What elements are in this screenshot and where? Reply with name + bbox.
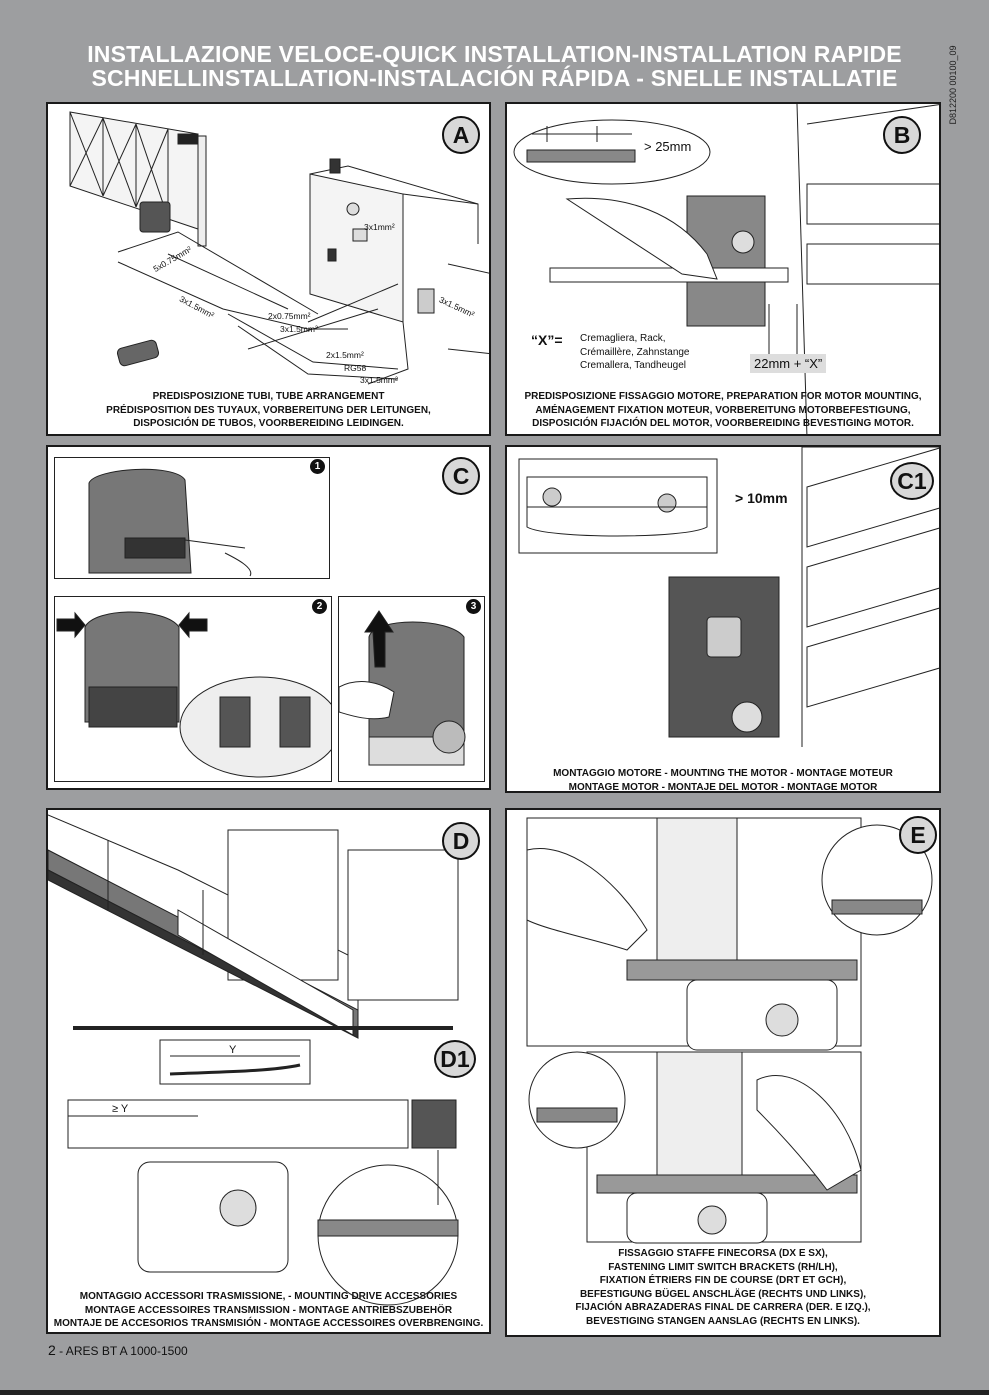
step-3-image: [338, 596, 485, 782]
panel-a-tube-arrangement: A 5x0.75mm² 3x1mm² 3x1.5mm² 2x0.75mm² 3x…: [46, 102, 491, 436]
dimension-label: ≥ Y: [112, 1103, 129, 1115]
bottom-rule: [0, 1390, 989, 1395]
panel-a-badge: A: [442, 116, 480, 154]
panel-e-limit-switch-brackets: E FISSAGGIO STAFFE FINECORSA (DX E SX),F…: [505, 808, 941, 1337]
panel-c-badge: C: [442, 457, 480, 495]
cable-label: 3x1.5mm²: [360, 375, 398, 385]
panel-c1-mounting-motor: > 10mm C1 MONTAGGIO MOTORE - MOUNTING TH…: [505, 445, 941, 793]
dimension-label: > 25mm: [644, 139, 692, 154]
panel-c1-badge: C1: [890, 462, 934, 500]
x-definition-items: Cremagliera, Rack,Crémaillère, Zahnstang…: [580, 333, 690, 371]
step-number: 2: [312, 599, 327, 614]
panel-d-caption: MONTAGGIO ACCESSORI TRASMISSIONE, - MOUN…: [53, 1291, 484, 1329]
panel-b-illustration: [513, 104, 939, 434]
panel-a-illustration: [69, 111, 489, 385]
panel-d-badge: D: [442, 822, 480, 860]
panel-e-illustration: [526, 817, 933, 1244]
panel-d1-badge: D1: [434, 1040, 476, 1078]
step-1-image: [54, 457, 330, 579]
panel-b-caption: PREDISPOSIZIONE FISSAGGIO MOTORE, PREPAR…: [524, 391, 922, 429]
dimension-label: > 10mm: [735, 490, 788, 506]
page-footer: 2 - ARES BT A 1000-1500: [48, 1342, 188, 1358]
cable-label: 2x1.5mm²: [326, 350, 364, 360]
panel-b-motor-mounting: B > 25mm “X”= Cremagliera, Rack,Crémaill…: [505, 102, 941, 436]
x-definition-label: “X”=: [531, 332, 563, 348]
step-number: 1: [310, 459, 325, 474]
cable-label: 2x0.75mm²: [268, 311, 311, 321]
page-title-line-2: SCHNELLINSTALLATION-INSTALACIÓN RÁPIDA -…: [91, 65, 898, 91]
document-code: D812200 00100_09: [948, 45, 958, 125]
page-number: 2: [48, 1342, 56, 1358]
product-name: - ARES BT A 1000-1500: [59, 1344, 188, 1358]
panel-d-illustration: [48, 814, 459, 1306]
dimension-label: 22mm + “X”: [750, 354, 827, 373]
page-title-line-1: INSTALLAZIONE VELOCE-QUICK INSTALLATION-…: [87, 41, 902, 67]
cable-label: 3x1mm²: [364, 222, 395, 232]
dimension-label: Y: [229, 1044, 237, 1056]
panel-e-caption: FISSAGGIO STAFFE FINECORSA (DX E SX),FAS…: [575, 1248, 871, 1327]
panel-c1-caption: MONTAGGIO MOTORE - MOUNTING THE MOTOR - …: [553, 768, 893, 793]
cable-label: RG58: [344, 363, 367, 373]
step-number: 3: [466, 599, 481, 614]
panel-c-cover-removal: 1 2 3 C: [46, 445, 491, 790]
panel-d-drive-accessories: D D1 Y ≥ Y MONTAGGIO ACCESSORI TRASMISSI…: [46, 808, 491, 1334]
panel-e-badge: E: [899, 816, 937, 854]
step-2-image: [54, 596, 341, 782]
panel-b-badge: B: [883, 116, 921, 154]
panel-c1-illustration: [518, 447, 939, 747]
cable-label: 3x1.5mm²: [280, 324, 318, 334]
